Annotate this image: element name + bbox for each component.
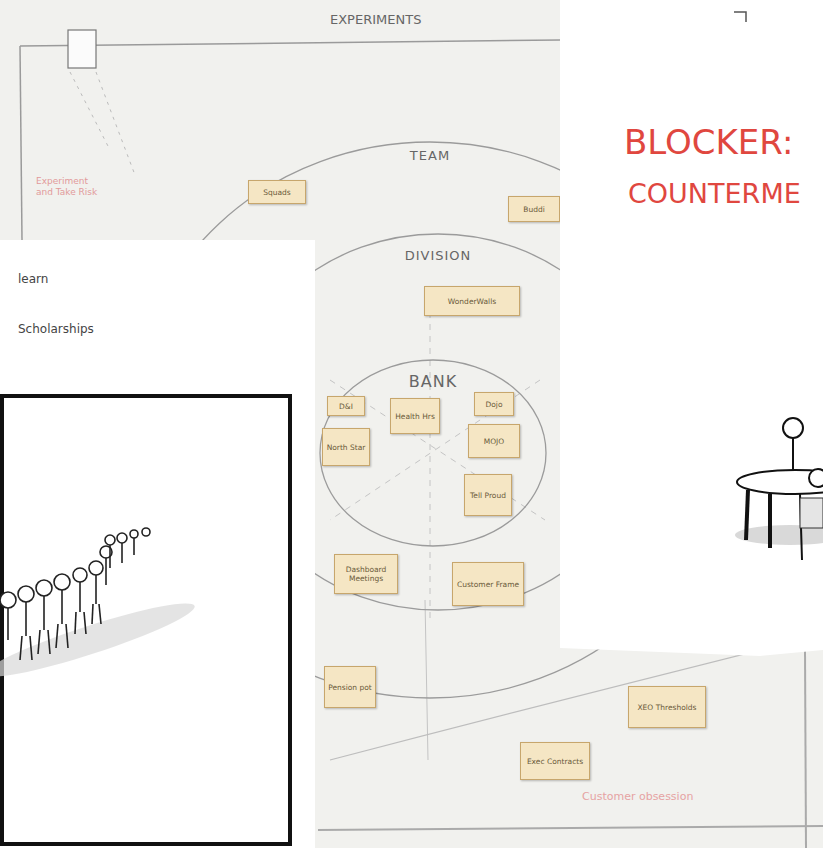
note-label: Customer obsession [582, 790, 722, 803]
note-label: Experiment and Take Risk [36, 176, 100, 198]
left-panel [0, 240, 315, 848]
board-edge [805, 650, 806, 848]
board-edge [20, 40, 560, 46]
slide-panel [560, 0, 823, 656]
beam-line [70, 72, 110, 150]
sticky-text: Dashboard Meetings [336, 565, 396, 583]
note-label: Scholarships [18, 322, 158, 336]
sticky-text: Dojo [485, 400, 502, 409]
sticky-note: Exec Contracts [520, 742, 590, 780]
sticky-note: Buddi [508, 196, 560, 222]
floor-shadow [0, 593, 199, 688]
queue-figures [0, 528, 150, 660]
sticky-text: Health Hrs [395, 412, 435, 421]
sticky-text: Pension pot [328, 683, 372, 692]
meeting-figure [737, 418, 823, 560]
sticky-text: North Star [327, 443, 366, 452]
board-edge [20, 46, 22, 240]
axis-line [425, 600, 428, 760]
sticky-note: North Star [322, 428, 370, 466]
sticky-text: Customer Frame [457, 580, 519, 589]
note-label: COUNTERME [628, 178, 823, 210]
sticky-note: Pension pot [324, 666, 376, 708]
sticky-note: Dashboard Meetings [334, 554, 398, 594]
sticky-text: Squads [263, 188, 291, 197]
region-ring: BANK D&I Health Hrs DojoNorth Star MOJO Tell … [318, 358, 548, 548]
beam-line [96, 72, 135, 175]
sticky-note: Customer Frame [452, 562, 524, 606]
sticky-text: XEO Thresholds [637, 703, 696, 712]
sticky-text: WonderWalls [448, 297, 496, 306]
sticky-note: Dojo [474, 392, 514, 416]
sticky-note: WonderWalls [424, 286, 520, 316]
note-label: learn [18, 272, 98, 286]
sticky-text: Exec Contracts [527, 757, 583, 766]
region-title: BANK [318, 372, 548, 391]
sticky-note: Squads [248, 180, 306, 204]
corner-mark [734, 12, 746, 22]
note-label: EXPERIMENTS [330, 12, 470, 28]
sticky-note: MOJO [468, 424, 520, 458]
sticky-note: XEO Thresholds [628, 686, 706, 728]
sticky-text: Tell Proud [470, 491, 506, 500]
note-card [68, 30, 96, 68]
sticky-text: Buddi [523, 205, 545, 214]
sticky-text: MOJO [484, 437, 505, 446]
sticky-text: D&I [339, 402, 353, 411]
board-edge [318, 826, 823, 830]
sticky-note: Health Hrs [390, 398, 440, 434]
axis-line [430, 300, 431, 620]
note-label: BLOCKER: [624, 122, 823, 163]
sticky-note: Tell Proud [464, 474, 512, 516]
sticky-note: D&I [327, 396, 365, 416]
